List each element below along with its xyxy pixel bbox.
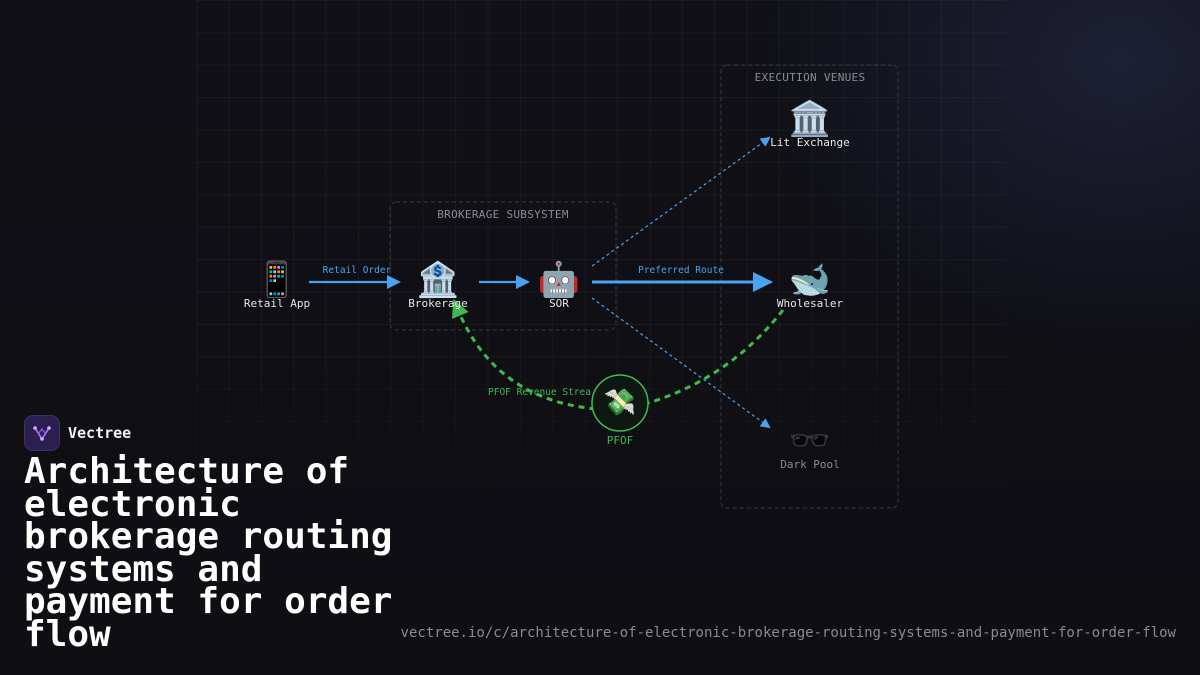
money-with-wings-icon: 💸 xyxy=(603,388,637,418)
execution-venues-label: EXECUTION VENUES xyxy=(754,71,866,84)
pfof-node-circle xyxy=(591,374,649,432)
node-label: Retail App xyxy=(243,297,311,310)
vectree-logo-icon xyxy=(24,415,60,451)
node-label: SOR xyxy=(549,297,569,310)
mobile-phone-icon: 📱 xyxy=(255,260,299,300)
node-lit-exchange[interactable]: 🏛️ Lit Exchange xyxy=(770,100,849,149)
page-url[interactable]: vectree.io/c/architecture-of-electronic-… xyxy=(400,625,1176,641)
classical-building-icon: 🏛️ xyxy=(788,99,832,139)
node-label: Dark Pool xyxy=(780,458,840,471)
node-label: Wholesaler xyxy=(776,297,844,310)
node-label: Lit Exchange xyxy=(770,136,850,149)
page-title: Architecture of electronic brokerage rou… xyxy=(24,451,393,655)
bank-icon: 🏦 xyxy=(416,260,460,300)
whale-icon: 🐋 xyxy=(788,260,832,300)
node-label: Brokerage xyxy=(408,297,468,310)
brand[interactable]: Vectree xyxy=(24,415,131,451)
edge-sor-to-dark-pool xyxy=(591,297,771,429)
brand-name: Vectree xyxy=(68,424,132,442)
node-wholesaler[interactable]: 🐋 Wholesaler xyxy=(777,261,843,310)
node-dark-pool[interactable]: 🕶️ Dark Pool xyxy=(780,422,840,471)
brokerage-subsystem-label: BROKERAGE SUBSYSTEM xyxy=(437,208,569,221)
execution-venues-group xyxy=(720,64,899,509)
node-sor[interactable]: 🤖 SOR xyxy=(538,261,580,310)
pfof-node-label: PFOF xyxy=(606,434,634,447)
preferred-route-label: Preferred Route xyxy=(638,265,724,276)
sunglasses-icon: 🕶️ xyxy=(788,421,832,461)
node-retail-app[interactable]: 📱 Retail App xyxy=(244,261,310,310)
pfof-revenue-label: PFOF Revenue Strea xyxy=(488,387,591,398)
edge-sor-to-lit-exchange xyxy=(591,136,771,267)
node-brokerage[interactable]: 🏦 Brokerage xyxy=(408,261,468,310)
robot-icon: 🤖 xyxy=(537,260,581,300)
background-grid xyxy=(196,0,1006,510)
retail-order-label: Retail Order xyxy=(322,265,392,276)
brokerage-subsystem-group xyxy=(389,201,617,331)
